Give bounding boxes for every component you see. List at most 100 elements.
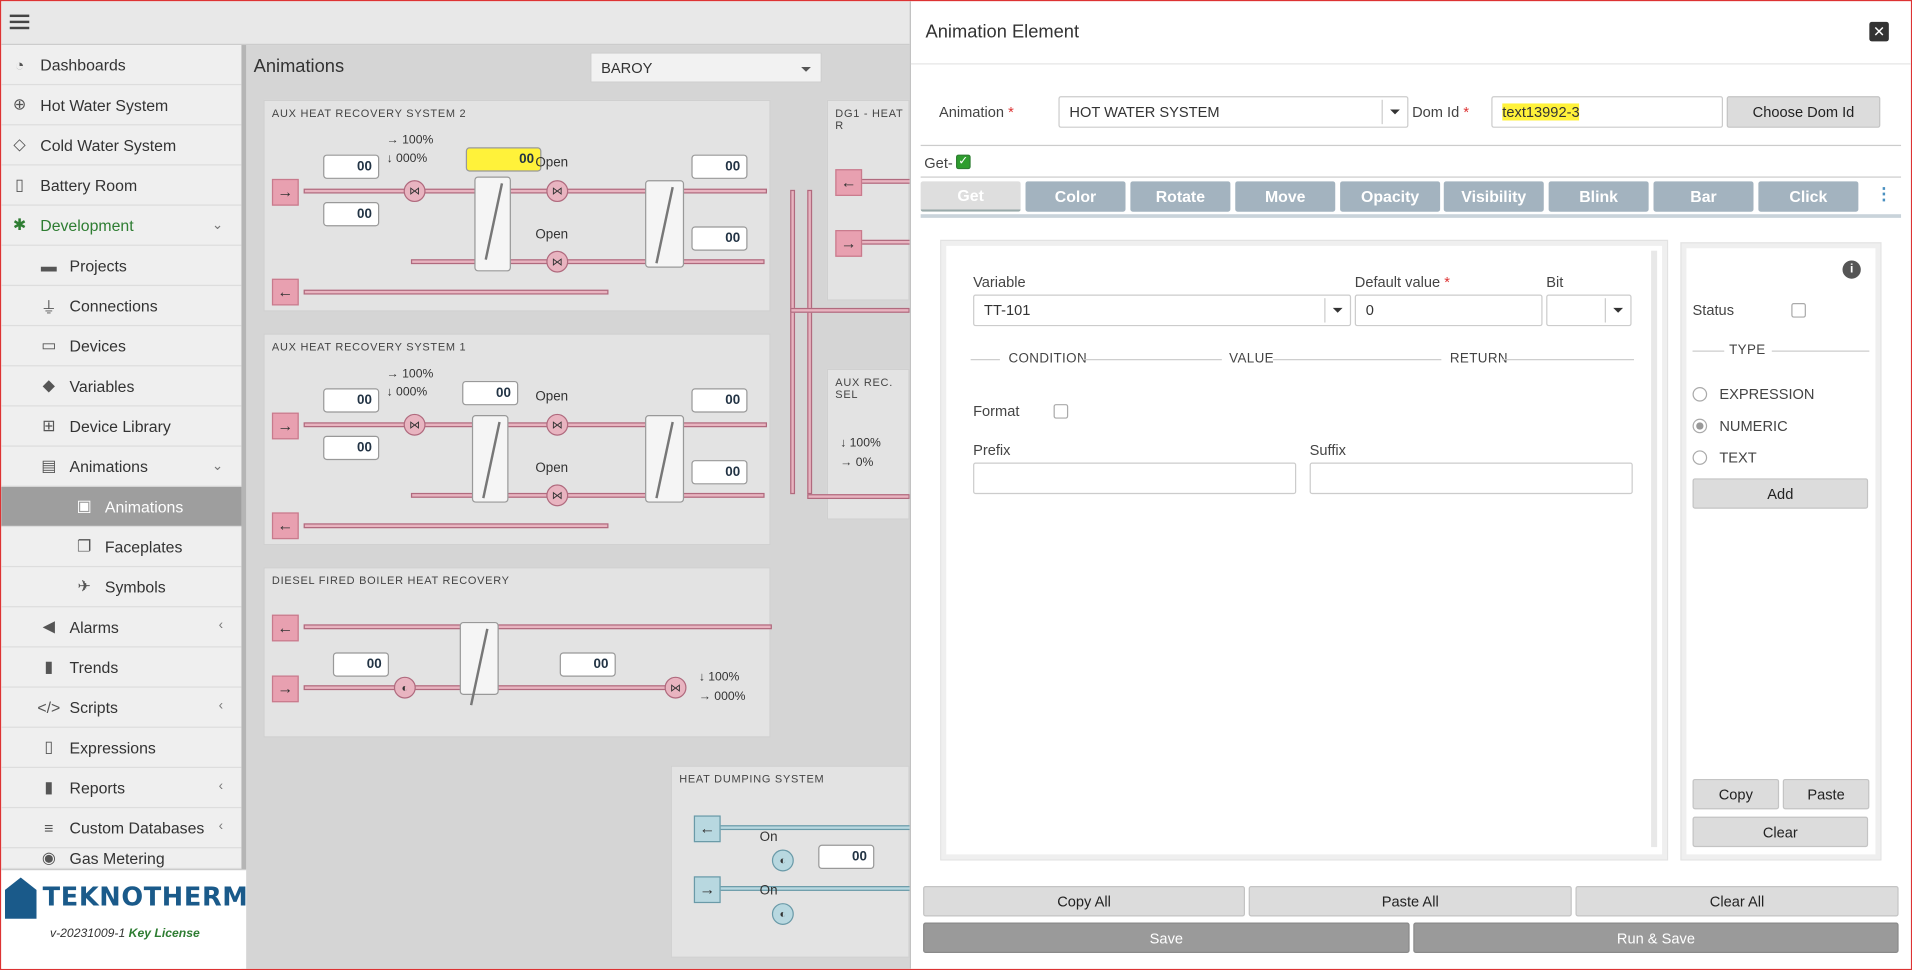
domid-input[interactable]: text13992-3 [1491, 96, 1724, 128]
chevron-left-icon: ‹ [218, 778, 224, 794]
animation-select[interactable]: HOT WATER SYSTEM [1058, 96, 1409, 128]
sidebar-item-development[interactable]: ✱Development⌄ [1, 206, 242, 246]
add-button[interactable]: Add [1692, 478, 1869, 509]
get-checkbox[interactable]: ✓ [956, 154, 971, 170]
sidebar-item-animations-group[interactable]: ▤Animations⌄ [1, 447, 242, 487]
sidebar-item-devices[interactable]: ▭Devices [1, 326, 242, 367]
prefix-input[interactable] [973, 462, 1297, 495]
tab-color[interactable]: Color [1025, 181, 1126, 212]
value-box: 00 [462, 380, 519, 406]
sidebar-item-label: Battery Room [40, 175, 138, 195]
heat-exchanger-icon [645, 415, 685, 503]
pipe [303, 523, 609, 529]
sidebar-item-animations[interactable]: ▣Animations [1, 486, 242, 528]
megaphone-icon: ◀ [42, 617, 55, 636]
arrow-left-icon: ← [271, 278, 299, 306]
value-box: 00 [691, 226, 748, 251]
more-vertical-icon[interactable]: ⋮ [1875, 183, 1893, 204]
sidebar-item-expressions[interactable]: ▯Expressions [1, 728, 242, 768]
sidebar-item-scripts[interactable]: </>Scripts‹ [1, 688, 242, 728]
choose-domid-button[interactable]: Choose Dom Id [1726, 96, 1881, 128]
open-label: Open [535, 155, 569, 171]
sidebar-item-dashboards[interactable]: ◔Dashboards [1, 45, 242, 86]
format-checkbox[interactable] [1053, 404, 1069, 419]
tab-opacity[interactable]: Opacity [1340, 181, 1441, 212]
pipe [303, 289, 609, 295]
top-bar [1, 1, 910, 46]
status-checkbox[interactable] [1791, 303, 1806, 318]
sidebar-item-trends[interactable]: ▮Trends [1, 647, 242, 688]
sidebar-item-label: Reports [69, 778, 126, 797]
clear-button[interactable]: Clear [1692, 816, 1869, 848]
pct-label: ↓ 000% [386, 385, 428, 400]
tab-bar: Get Color Rotate Move Opacity Visibility… [920, 179, 1901, 216]
sidebar-item-faceplates[interactable]: ❐Faceplates [1, 527, 242, 568]
default-value-input[interactable]: 0 [1354, 294, 1543, 327]
bit-select[interactable] [1546, 294, 1632, 327]
database-icon: ≡ [44, 818, 54, 837]
arrow-right-icon: → [835, 230, 863, 257]
sidebar-item-symbols[interactable]: ✈Symbols [1, 567, 242, 608]
tab-click[interactable]: Click [1758, 181, 1859, 212]
radio-text[interactable] [1692, 450, 1708, 465]
run-save-button[interactable]: Run & Save [1413, 922, 1899, 953]
tab-visibility[interactable]: Visibility [1443, 181, 1544, 212]
panel-diesel-boiler: DIESEL FIRED BOILER HEAT RECOVERY ← → 00… [263, 567, 772, 738]
sidebar-item-custom-databases[interactable]: ≡Custom Databases‹ [1, 808, 242, 849]
suffix-label: Suffix [1309, 441, 1346, 459]
paste-all-button[interactable]: Paste All [1248, 886, 1572, 917]
tab-rotate[interactable]: Rotate [1130, 181, 1231, 212]
sidebar-item-battery-room[interactable]: ▯Battery Room [1, 166, 242, 206]
copy-all-button[interactable]: Copy All [923, 886, 1246, 917]
tab-get[interactable]: Get [920, 181, 1021, 212]
radio-numeric[interactable] [1692, 418, 1708, 434]
pipe [807, 494, 910, 500]
close-icon[interactable]: ✕ [1869, 21, 1889, 42]
sidebar: ◔Dashboards ⊕Hot Water System ◇Cold Wate… [1, 45, 247, 969]
sidebar-item-projects[interactable]: ▬Projects [1, 246, 242, 287]
paste-button[interactable]: Paste [1782, 778, 1870, 810]
sidebar-item-label: Dashboards [40, 55, 126, 74]
sidebar-item-device-library[interactable]: ⊞Device Library [1, 407, 242, 447]
info-icon[interactable]: i [1842, 260, 1861, 279]
tab-blink[interactable]: Blink [1548, 181, 1649, 212]
save-button[interactable]: Save [923, 922, 1410, 953]
pipe [790, 189, 796, 495]
file-icon: ▮ [44, 777, 54, 796]
sidebar-item-alarms[interactable]: ◀Alarms‹ [1, 607, 242, 648]
hamburger-menu-icon[interactable] [9, 11, 30, 33]
sidebar-item-reports[interactable]: ▮ Reports ‹ [1, 768, 242, 809]
pipe [303, 422, 768, 428]
sidebar-item-gas-metering[interactable]: ◉Gas Metering [1, 848, 242, 870]
arrow-right-icon: → [271, 178, 299, 206]
sidebar-item-label: Animations [69, 457, 148, 476]
modal-title: Animation Element [925, 21, 1080, 43]
sidebar-item-hot-water-system[interactable]: ⊕Hot Water System [1, 85, 242, 126]
sidebar-item-label: Scripts [69, 698, 118, 717]
sidebar-item-cold-water-system[interactable]: ◇Cold Water System [1, 125, 242, 166]
variable-select[interactable]: TT-101 [973, 294, 1352, 327]
project-select[interactable]: BAROY [590, 52, 822, 83]
sidebar-item-variables[interactable]: ◆Variables [1, 366, 242, 407]
arrow-left-icon: ← [693, 815, 721, 843]
pipe [790, 307, 910, 313]
sidebar-item-label: Hot Water System [40, 95, 169, 114]
valve-icon: ⋈ [664, 676, 687, 699]
version-label: v-20231009-1 Key License [49, 927, 200, 941]
suffix-input[interactable] [1309, 462, 1633, 495]
panel-title: HEAT DUMPING SYSTEM [679, 772, 825, 786]
scrollbar[interactable] [1651, 250, 1658, 848]
value-box-highlighted: 00 [465, 147, 542, 172]
tags-icon: ◆ [42, 376, 55, 395]
radio-expression[interactable] [1692, 387, 1708, 402]
clear-all-button[interactable]: Clear All [1575, 886, 1899, 917]
sidebar-item-label: Development [40, 216, 134, 235]
open-label: Open [535, 461, 569, 476]
sidebar-item-connections[interactable]: ⏚Connections [1, 286, 242, 327]
copy-button[interactable]: Copy [1692, 778, 1780, 810]
tab-move[interactable]: Move [1235, 181, 1336, 212]
bit-label: Bit [1546, 273, 1564, 291]
tab-bar[interactable]: Bar [1653, 181, 1754, 212]
pipe [807, 189, 813, 495]
